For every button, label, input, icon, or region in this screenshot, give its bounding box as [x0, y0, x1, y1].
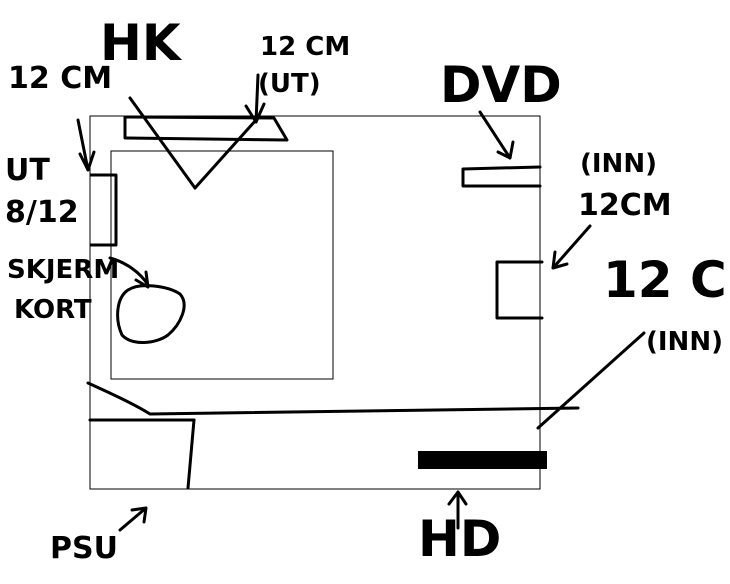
motherboard [110, 150, 334, 380]
label-hk: HK [100, 14, 183, 72]
hk-arrow-left [128, 96, 197, 190]
right-lower-pointer [536, 331, 646, 430]
label-hd: HD [418, 510, 501, 568]
right-fan [495, 260, 544, 320]
dvd-drive [461, 165, 542, 188]
right-fan-arrow [551, 224, 592, 270]
label-right-fan-direction: (INN) [580, 149, 657, 179]
label-left-fan-size: 12 CM [8, 61, 112, 96]
hd-arrow [447, 490, 468, 530]
top-fan-arrow [244, 73, 266, 124]
left-fan [89, 173, 118, 247]
hk-arrow-right [193, 118, 258, 190]
label-graphics-card-2: KORT [14, 295, 92, 325]
graphics-card-arrow [108, 256, 150, 289]
dvd-arrow [478, 110, 515, 160]
label-right-fan-size: 12CM [578, 188, 672, 223]
case-outline [89, 115, 541, 490]
psu-arrow [118, 506, 148, 532]
label-graphics-card-1: SKJERM [7, 255, 119, 285]
label-ratio: 8/12 [5, 195, 79, 230]
label-left-fan-direction: UT [5, 153, 50, 188]
left-fan-arrow [76, 118, 96, 172]
psu-side [186, 418, 196, 490]
label-lower-fan-direction: (INN) [646, 327, 723, 357]
psu-divider [86, 381, 580, 416]
graphics-card [116, 284, 186, 344]
label-psu: PSU [50, 531, 118, 566]
label-lower-fan-size: 12 CM [603, 251, 730, 309]
top-fan-shape [123, 115, 289, 142]
label-top-fan-size: 12 CM [260, 32, 350, 62]
label-dvd: DVD [440, 56, 562, 114]
hard-drive [418, 451, 547, 469]
label-top-fan-direction: (UT) [258, 69, 321, 99]
